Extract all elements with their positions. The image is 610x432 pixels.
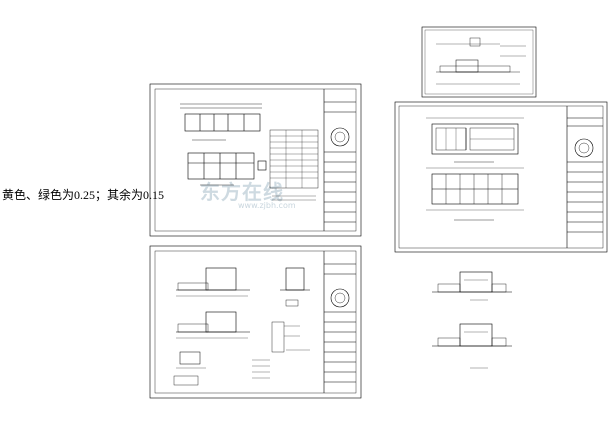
watermark-url: www.zjbh.com	[238, 201, 296, 210]
sheet-plan-right	[394, 101, 608, 253]
sheet-plan-left	[149, 83, 362, 237]
elevation-lower	[432, 323, 512, 369]
sheet-detail-small	[421, 26, 537, 98]
elevation-upper	[432, 271, 512, 301]
sheet-sections-left	[149, 245, 362, 399]
lineweight-note: 黄色、绿色为0.25；其余为0.15	[2, 188, 165, 202]
watermark-text: 东方在线	[200, 180, 284, 204]
